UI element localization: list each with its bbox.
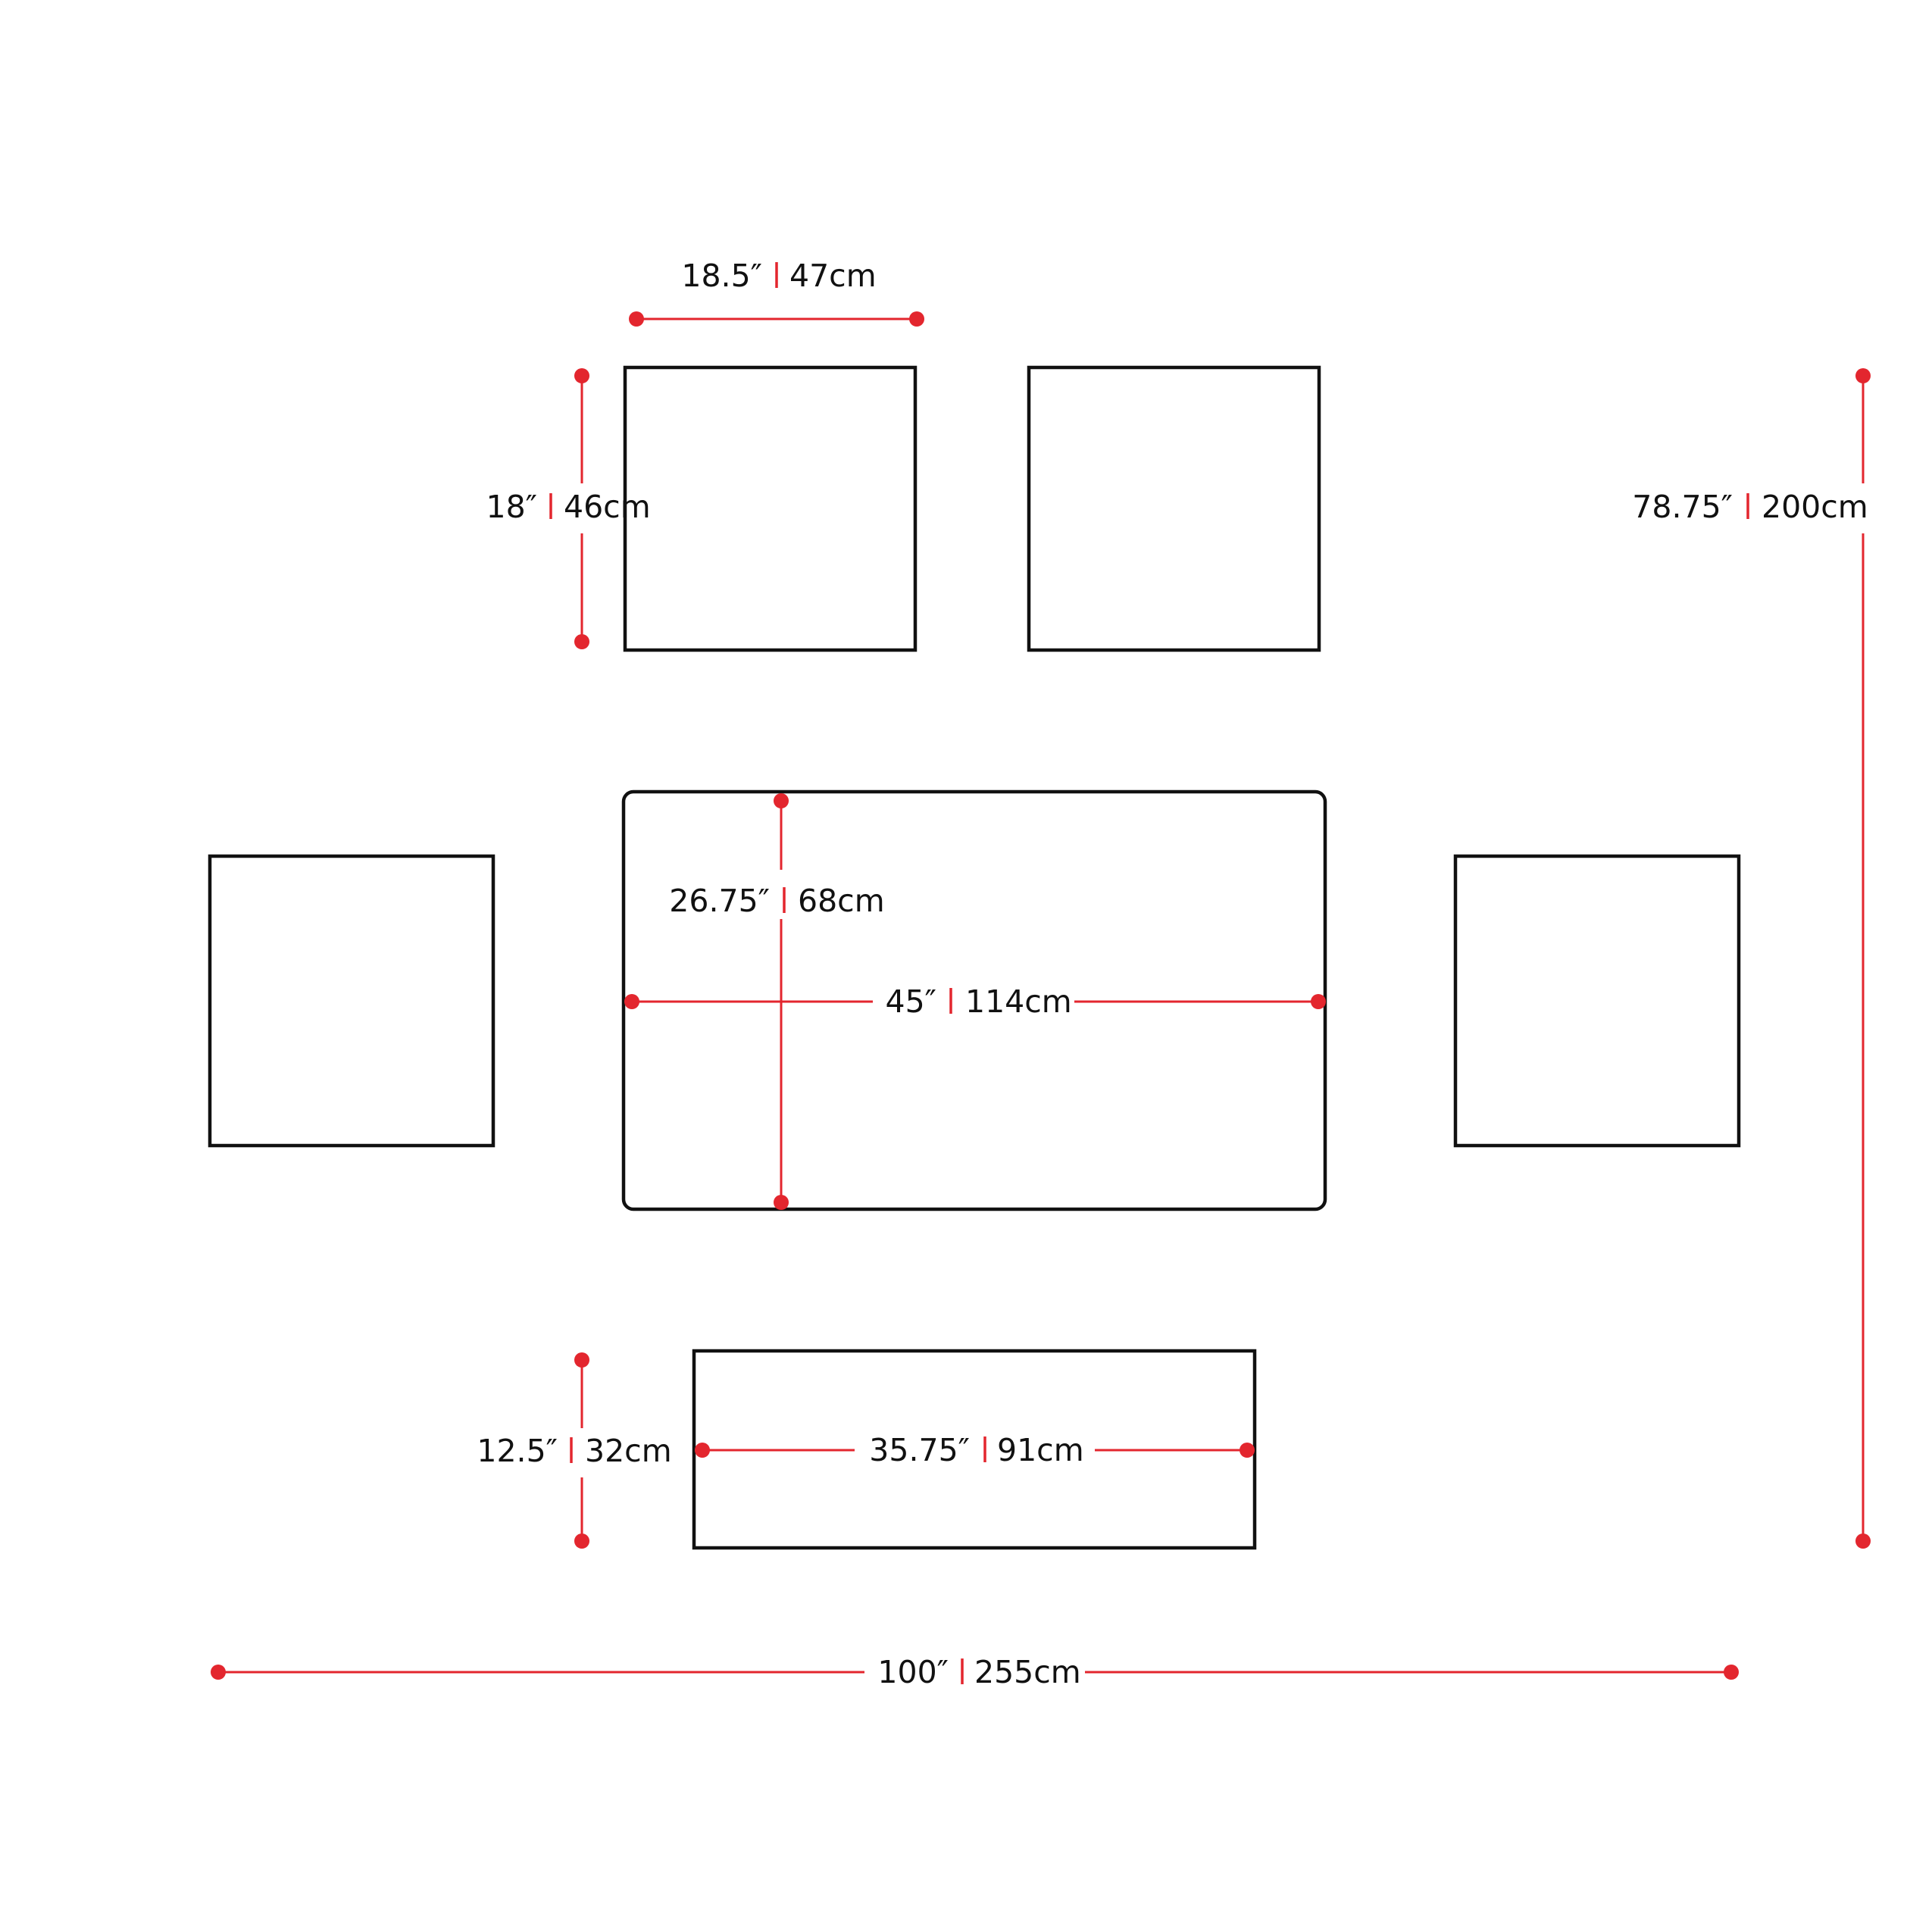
dimension-endpoint — [774, 1195, 789, 1210]
dimension-endpoint — [624, 994, 639, 1009]
dimension-endpoint — [1855, 368, 1871, 383]
dimension-bench-depth: 12.5″ 32cm — [477, 1352, 672, 1549]
dimension-endpoint — [695, 1443, 710, 1458]
dimension-metric: 46cm — [564, 489, 651, 525]
dimension-table-width: 45″ 114cm — [624, 983, 1326, 1020]
dimension-imperial: 18.5″ — [681, 258, 762, 294]
dimension-endpoint — [1855, 1533, 1871, 1549]
ottoman-left — [208, 854, 496, 1148]
bench — [692, 1349, 1257, 1550]
dimension-metric: 32cm — [585, 1433, 672, 1469]
dimension-endpoint — [629, 311, 644, 327]
dimension-endpoint — [574, 1352, 589, 1368]
dimension-endpoint — [1311, 994, 1326, 1009]
dimension-imperial: 12.5″ — [477, 1433, 558, 1469]
dimension-endpoint — [774, 793, 789, 808]
dimension-metric: 255cm — [974, 1654, 1081, 1690]
dimension-endpoint — [574, 1533, 589, 1549]
dimension-metric: 91cm — [997, 1432, 1084, 1468]
dimension-endpoint — [574, 634, 589, 649]
dimension-imperial: 18″ — [486, 489, 538, 525]
dimension-imperial: 78.75″ — [1632, 489, 1733, 525]
dimension-endpoint — [574, 368, 589, 383]
dimension-metric: 200cm — [1762, 489, 1868, 525]
dimension-ottoman-depth: 18″ 46cm — [486, 368, 651, 649]
dimension-endpoint — [909, 311, 924, 327]
dimension-bench-width: 35.75″ 91cm — [695, 1432, 1255, 1468]
dimension-table-depth: 26.75″ 68cm — [669, 793, 885, 1210]
dimension-endpoint — [1724, 1665, 1739, 1680]
dimension-imperial: 35.75″ — [869, 1432, 970, 1468]
dimension-metric: 114cm — [965, 983, 1072, 1020]
dimension-endpoint — [1240, 1443, 1255, 1458]
ottoman-top-left — [623, 365, 918, 652]
dimension-overall-width: 100″ 255cm — [211, 1654, 1739, 1690]
dimension-imperial: 26.75″ — [669, 883, 770, 919]
dimension-imperial: 100″ — [877, 1654, 949, 1690]
dimension-imperial: 45″ — [886, 983, 937, 1020]
dimension-metric: 47cm — [789, 258, 877, 294]
dimension-ottoman-width: 18.5″ 47cm — [629, 258, 924, 327]
dimension-endpoint — [211, 1665, 226, 1680]
dimension-overall-depth: 78.75″ 200cm — [1632, 368, 1871, 1549]
dimension-metric: 68cm — [798, 883, 885, 919]
ottoman-right — [1453, 854, 1741, 1148]
ottoman-top-right — [1027, 365, 1321, 652]
